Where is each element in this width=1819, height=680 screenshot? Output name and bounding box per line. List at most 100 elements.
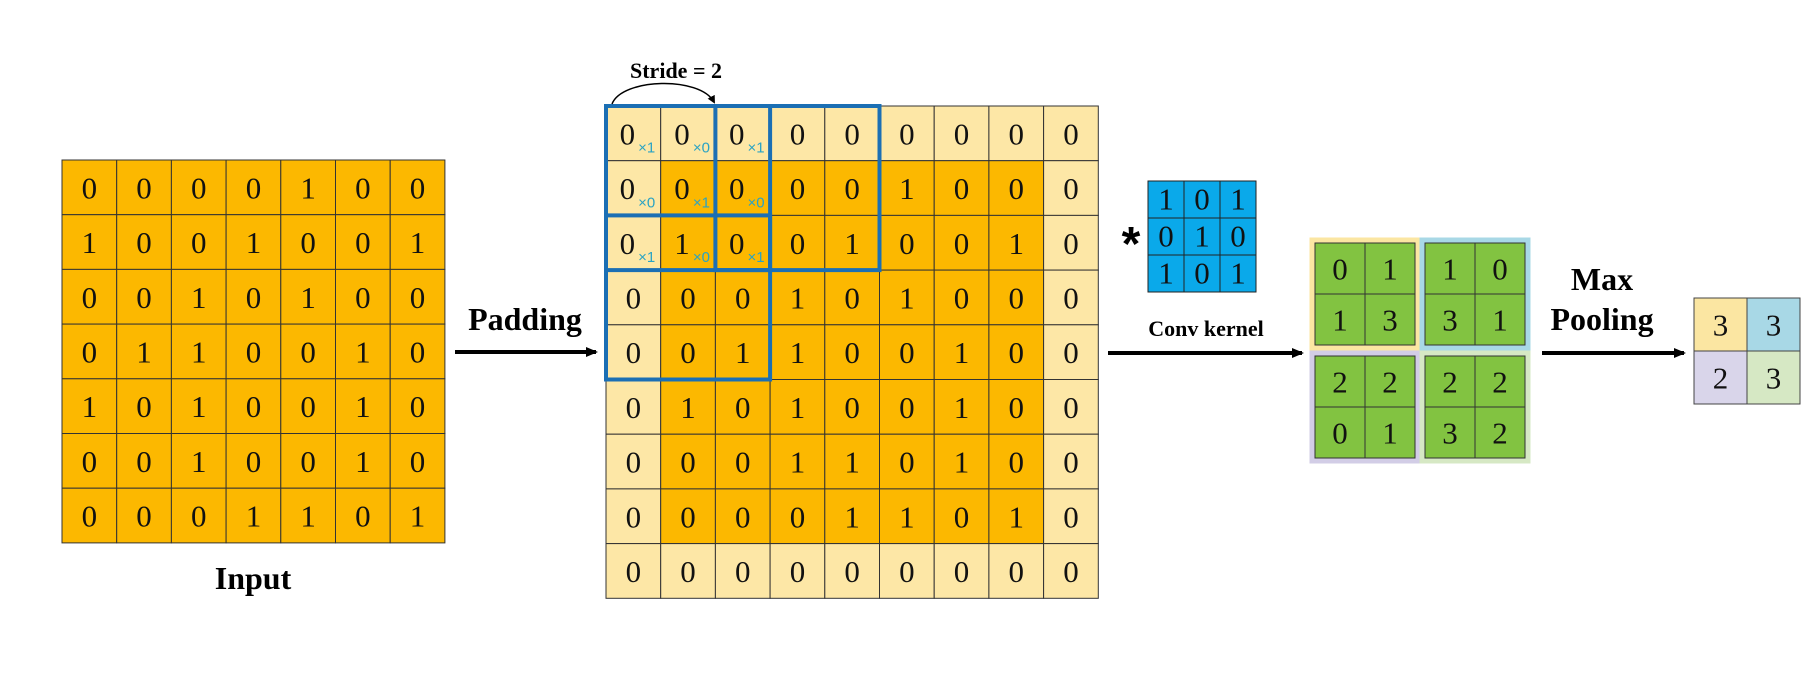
padded-cell-value: 0	[680, 445, 696, 480]
padded-cell-value: 1	[844, 499, 860, 534]
pooled-cell-value: 3	[1766, 308, 1782, 343]
input-cell	[61, 487, 118, 544]
input-cell	[116, 433, 172, 489]
padded-cell-value: 1	[899, 280, 915, 315]
padded-cell-value: 0	[1063, 445, 1079, 480]
feature-cell	[1424, 242, 1476, 295]
kernel-multiplier: ×0	[693, 140, 710, 157]
padded-cell-value: 0	[1009, 335, 1025, 370]
input-cell	[61, 214, 118, 270]
input-cell-value: 0	[136, 225, 152, 260]
conv-kernel-label: Conv kernel	[1148, 316, 1264, 341]
padded-cell-value: 0	[1063, 116, 1079, 151]
input-cell	[335, 323, 391, 380]
padded-cell	[933, 214, 990, 271]
input-cell	[225, 433, 282, 489]
padded-cell-value: 0	[735, 280, 751, 315]
padded-cell	[605, 269, 662, 326]
kernel-multiplier: ×1	[638, 249, 655, 266]
input-cell	[389, 433, 446, 489]
kernel-cell	[1183, 180, 1221, 219]
input-cell-value: 1	[246, 499, 262, 534]
input-cell	[170, 487, 227, 544]
input-cell	[61, 323, 118, 380]
input-cell	[225, 323, 282, 380]
input-cell-value: 0	[246, 170, 262, 205]
padded-cell	[1043, 105, 1099, 162]
feature-cell	[1474, 242, 1526, 295]
padded-cell	[1043, 160, 1099, 216]
pooled-cell-value: 3	[1766, 361, 1782, 396]
feature-cell	[1364, 406, 1416, 459]
feature-cell-value: 1	[1492, 303, 1508, 338]
padded-cell	[769, 543, 826, 599]
pooled-cell-value: 2	[1713, 361, 1729, 396]
padded-cell	[605, 214, 662, 271]
padded-cell-value: 0	[735, 499, 751, 534]
padded-cell-value: 0	[790, 226, 806, 261]
padded-cell-value: 0	[1063, 390, 1079, 425]
padded-cell	[605, 543, 662, 599]
padded-cell-value: 0	[790, 499, 806, 534]
input-cell-value: 0	[82, 499, 98, 534]
input-cell-value: 0	[82, 334, 98, 369]
max-label: Max	[1571, 261, 1633, 297]
padded-cell-value: 0	[735, 390, 751, 425]
padded-cell-value: 0	[626, 390, 642, 425]
input-cell-value: 0	[410, 444, 426, 479]
padded-cell-value: 1	[954, 390, 970, 425]
padded-cell-value: 0	[1009, 280, 1025, 315]
padded-cell-value: 1	[844, 226, 860, 261]
padded-cell-value: 1	[674, 226, 690, 261]
padded-cell-value: 1	[954, 335, 970, 370]
padded-cell	[769, 433, 826, 490]
padded-cell	[824, 433, 880, 490]
padded-cell-value: 0	[1063, 280, 1079, 315]
input-cell-value: 1	[410, 225, 426, 260]
padded-cell-value: 0	[680, 499, 696, 534]
padded-cell-value: 0	[626, 499, 642, 534]
padded-cell-value: 0	[1063, 335, 1079, 370]
padded-cell-value: 0	[729, 116, 745, 151]
stride-window	[604, 104, 773, 273]
padded-cell-value: 0	[680, 554, 696, 589]
padded-cell-value: 0	[729, 226, 745, 261]
padded-cell	[988, 160, 1045, 216]
input-cell-value: 0	[410, 280, 426, 315]
padded-cell-value: 1	[790, 445, 806, 480]
padded-cell	[933, 543, 990, 599]
kernel-cell	[1147, 217, 1185, 256]
padded-cell-value: 0	[729, 171, 745, 206]
padded-cell	[605, 160, 662, 216]
padded-cell	[824, 379, 880, 435]
padded-cell-value: 0	[1009, 116, 1025, 151]
kernel-multiplier: ×0	[748, 194, 765, 211]
input-cell	[389, 487, 446, 544]
feature-quadrant-border	[1309, 350, 1421, 464]
padded-cell-value: 0	[626, 554, 642, 589]
input-cell-value: 1	[136, 334, 152, 369]
padded-cell	[988, 324, 1045, 380]
padded-cell-value: 0	[1063, 554, 1079, 589]
kernel-cell-value: 0	[1194, 182, 1210, 217]
padded-cell-value: 1	[790, 335, 806, 370]
padded-cell	[714, 433, 771, 490]
input-label: Input	[215, 560, 292, 596]
input-cell-value: 0	[246, 280, 262, 315]
input-cell	[225, 487, 282, 544]
feature-cell	[1474, 406, 1526, 459]
feature-cell-value: 2	[1492, 365, 1508, 400]
padded-cell-value: 0	[844, 335, 860, 370]
padded-cell	[933, 379, 990, 435]
input-cell-value: 0	[136, 280, 152, 315]
padded-cell	[1043, 543, 1099, 599]
input-cell-value: 0	[410, 389, 426, 424]
kernel-cell-value: 1	[1158, 182, 1174, 217]
kernel-multiplier: ×1	[693, 194, 710, 211]
feature-quadrant-border	[1309, 237, 1421, 351]
pooled-cell	[1746, 350, 1801, 405]
stride-arrow	[611, 82, 715, 105]
padded-cell-value: 0	[620, 226, 636, 261]
input-cell-value: 0	[355, 280, 371, 315]
